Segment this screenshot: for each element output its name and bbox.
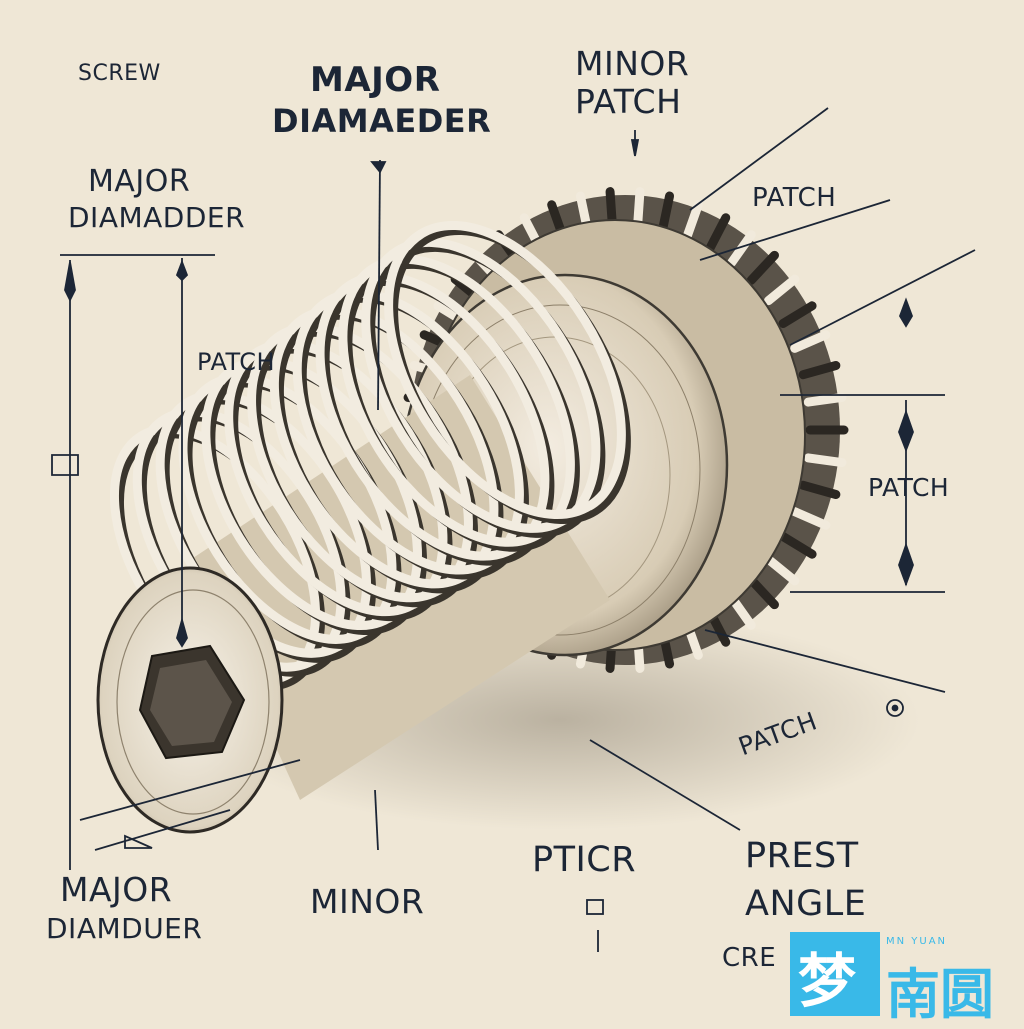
gear-tooth — [764, 274, 800, 306]
label-pticr: PTICR — [532, 840, 637, 880]
label-patch-right: PATCH — [868, 473, 950, 502]
screw-tip-face — [96, 566, 284, 834]
watermark-glyph: 梦 — [798, 947, 857, 1015]
label-minor-bottom: MINOR — [310, 882, 425, 921]
label-patch-left: PATCH — [197, 348, 276, 376]
dimension-lines — [51, 107, 976, 952]
watermark-logo: 梦 MN YUAN 南圆 — [790, 932, 1000, 1026]
gear-tooth — [790, 507, 831, 530]
gear-tooth — [682, 200, 703, 242]
label-major-diameter-top-line1: MAJOR — [310, 60, 441, 100]
gear-tooth — [803, 392, 847, 407]
thread-ridge — [384, 220, 626, 520]
gear-tooth — [790, 330, 831, 353]
label-screw: SCREW — [78, 61, 161, 86]
label-major-diameter-top-line2: DIAMAEDER — [272, 102, 492, 140]
label-minor-patch-line1: MINOR — [575, 44, 690, 83]
gear-tooth — [705, 213, 731, 253]
label-patch-upper-right: PATCH — [752, 183, 837, 213]
label-minor-patch-line2: PATCH — [575, 82, 682, 121]
gear-tooth — [798, 361, 841, 380]
watermark-small-text: MN YUAN — [886, 936, 948, 947]
label-angle: ANGLE — [745, 884, 867, 924]
label-prest: PREST — [745, 836, 859, 876]
label-major-diameter-left-line2: DIAMADDER — [68, 201, 246, 234]
watermark-box: 梦 — [790, 932, 880, 1016]
gear-tooth — [746, 575, 779, 610]
gear-tooth — [798, 480, 841, 499]
label-major-diameter-bottom-line2: DIAMDUER — [46, 912, 203, 945]
gear-tooth — [803, 453, 847, 468]
gear-tooth — [764, 554, 800, 586]
gear-tooth — [633, 187, 645, 230]
gear-tooth — [658, 191, 675, 234]
label-major-diameter-left-line1: MAJOR — [88, 164, 191, 199]
gear-tooth — [778, 532, 817, 559]
label-major-diameter-bottom-line1: MAJOR — [60, 870, 173, 909]
gear-tooth — [778, 301, 817, 328]
watermark-side-text: 南圆 — [886, 963, 994, 1026]
threaded-shaft — [109, 220, 631, 800]
gear-tooth — [746, 250, 779, 285]
gear-tooth — [727, 230, 756, 268]
